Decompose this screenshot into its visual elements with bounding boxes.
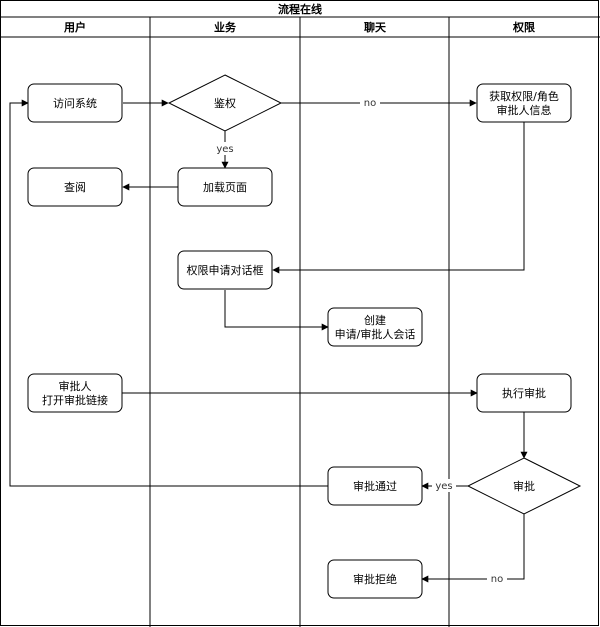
edge-label-no-auth: no xyxy=(364,98,376,109)
node-approved xyxy=(327,466,423,506)
node-approver-label-1: 审批人 xyxy=(59,379,92,393)
node-auth-decision xyxy=(167,74,283,132)
lane-header-chat: 聊天 xyxy=(364,20,387,34)
edge-label-yes-auth: yes xyxy=(216,144,233,155)
node-rejected xyxy=(327,559,423,599)
node-create-session xyxy=(327,307,423,347)
lane-header-business: 业务 xyxy=(214,20,237,34)
node-create-session-label-1: 创建 xyxy=(364,313,386,327)
node-execute-approval xyxy=(476,373,572,413)
node-view-label: 查阅 xyxy=(64,180,86,194)
lane-header-permission: 权限 xyxy=(512,20,535,34)
node-visit-system xyxy=(27,83,123,123)
edge-dialog-to-session xyxy=(224,290,329,331)
lane-header-user: 用户 xyxy=(64,20,86,34)
node-load-page-label: 加载页面 xyxy=(203,181,247,194)
node-execute-approval-label: 执行审批 xyxy=(502,386,546,400)
diagram-title: 流程在线 xyxy=(278,2,322,16)
edge-label-bg-no-approval xyxy=(487,572,507,585)
node-approved-label: 审批通过 xyxy=(353,479,397,493)
node-get-permission-label-2: 审批人信息 xyxy=(497,103,552,117)
node-view xyxy=(27,167,123,207)
node-permission-dialog-label: 权限申请对话框 xyxy=(187,263,264,277)
node-visit-system-label: 访问系统 xyxy=(53,97,97,110)
node-auth-label: 鉴权 xyxy=(214,97,236,110)
node-approver-label-2: 打开审批链接 xyxy=(42,393,108,407)
node-permission-dialog xyxy=(177,250,273,290)
edge-label-bg-yes-approval xyxy=(432,479,456,492)
node-create-session-label-2: 申请/审批人会话 xyxy=(335,327,416,341)
node-get-permission-label-1: 获取权限/角色 xyxy=(489,89,559,103)
node-get-permission xyxy=(476,83,572,123)
edge-label-bg-yes-auth xyxy=(213,142,237,155)
node-approval-label: 审批 xyxy=(513,479,535,493)
node-rejected-label: 审批拒绝 xyxy=(353,572,397,586)
edge-label-yes-approval: yes xyxy=(435,481,452,492)
edge-label-no-approval: no xyxy=(491,574,503,585)
edge-label-bg-no-auth xyxy=(360,96,380,109)
edge-permission-to-dialog xyxy=(272,122,525,274)
node-approval-decision xyxy=(466,457,582,515)
edge-approved-to-visit xyxy=(9,99,328,487)
node-approver xyxy=(27,373,123,413)
node-load-page xyxy=(177,167,273,207)
edge-approval-no xyxy=(421,514,525,583)
